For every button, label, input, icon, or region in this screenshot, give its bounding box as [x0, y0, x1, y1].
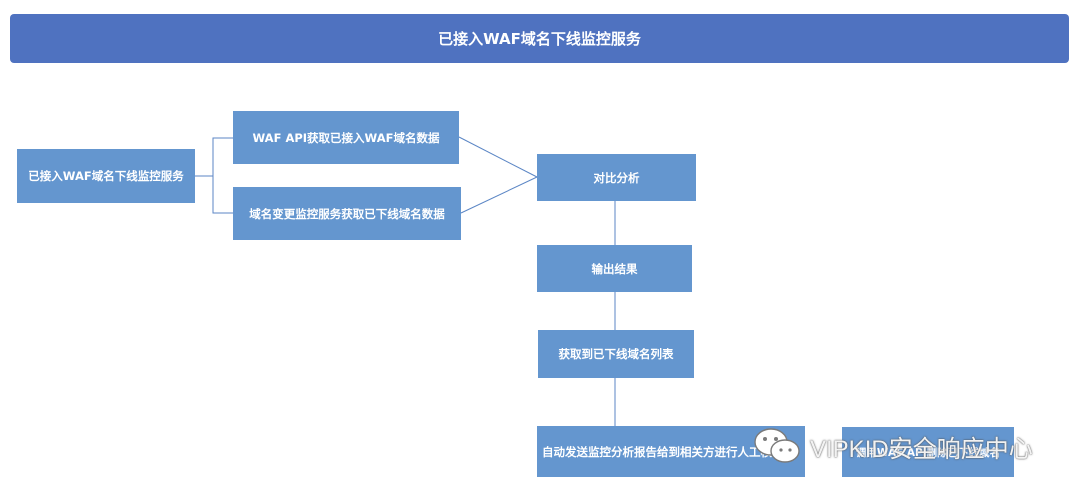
node-compare: 对比分析	[537, 154, 696, 201]
node-output: 输出结果	[537, 245, 692, 292]
node-call-waf: 调用WAF API删除已下线域名	[842, 427, 1014, 477]
node-root-label: 已接入WAF域名下线监控服务	[28, 169, 184, 183]
node-root: 已接入WAF域名下线监控服务	[17, 149, 195, 203]
node-call-waf-label: 调用WAF API删除已下线域名	[855, 446, 1001, 459]
node-waf-api: WAF API获取已接入WAF域名数据	[233, 111, 459, 164]
node-domain-change-label: 域名变更监控服务获取已下线域名数据	[249, 206, 445, 221]
node-offline-list: 获取到已下线域名列表	[538, 330, 694, 378]
header-title: 已接入WAF域名下线监控服务	[438, 30, 641, 48]
converge-line-top	[458, 136, 538, 178]
node-auto-report: 自动发送监控分析报告给到相关方进行人工核实	[537, 426, 805, 477]
node-offline-list-label: 获取到已下线域名列表	[558, 347, 674, 361]
node-compare-label: 对比分析	[593, 170, 640, 185]
bracket-connector	[212, 137, 233, 214]
converge-line-bottom	[460, 176, 538, 214]
node-output-label: 输出结果	[591, 261, 638, 276]
node-domain-change: 域名变更监控服务获取已下线域名数据	[233, 187, 461, 240]
node-waf-api-label: WAF API获取已接入WAF域名数据	[252, 130, 440, 145]
node-auto-report-label: 自动发送监控分析报告给到相关方进行人工核实	[542, 444, 784, 459]
header-banner: 已接入WAF域名下线监控服务	[10, 14, 1069, 63]
